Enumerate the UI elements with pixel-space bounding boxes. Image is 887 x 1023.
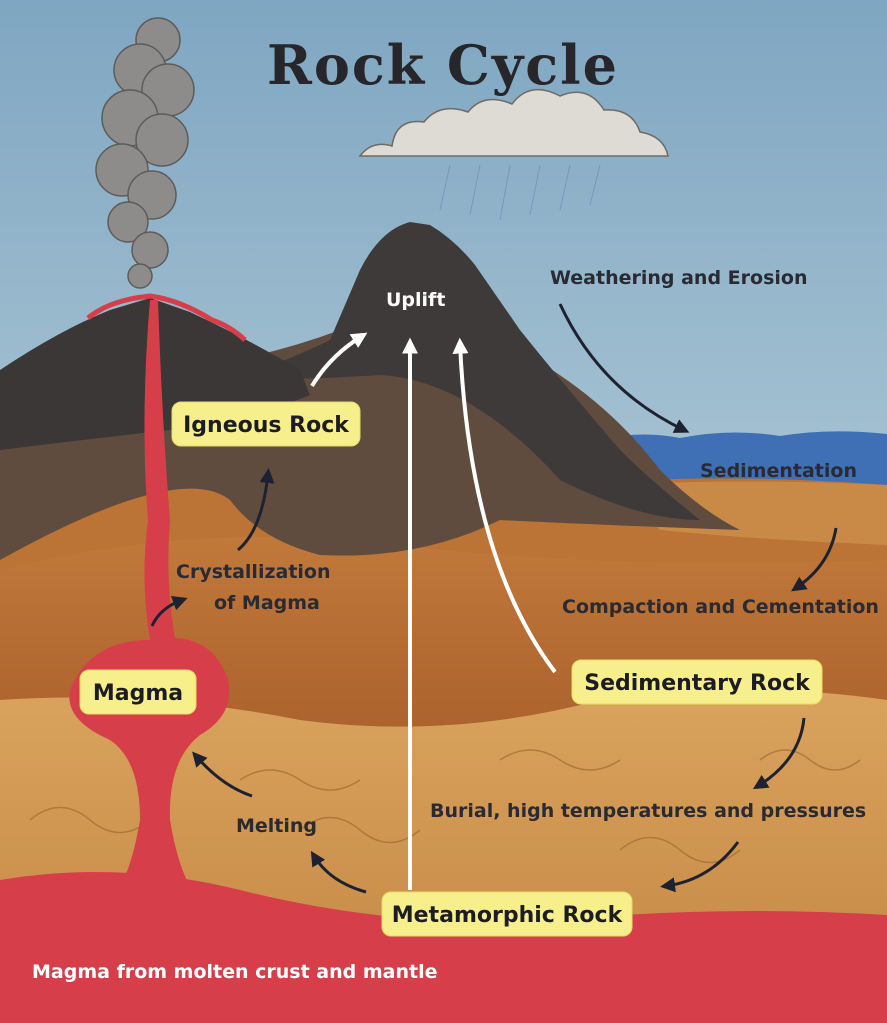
weathering-arrow: [558, 303, 690, 433]
melting-arrow-upper: [192, 751, 253, 798]
rain: [439, 164, 601, 221]
magma-conduit: [69, 300, 230, 900]
volcano-smoke: [95, 17, 195, 289]
mountain: [230, 222, 700, 520]
crystallization-label-1: Crystallization: [176, 561, 331, 583]
metamorphism-arrow: [660, 841, 740, 893]
metamorphic-rock-tag: Metamorphic Rock: [381, 891, 633, 937]
weathering-label: Weathering and Erosion: [550, 267, 807, 289]
sedimentation-label: Sedimentation: [700, 460, 857, 482]
magma-label: Magma: [93, 681, 183, 706]
burial-label: Burial, high temperatures and pressures: [430, 800, 866, 822]
diagram-title: Rock Cycle: [267, 33, 619, 97]
igneous-rock-label: Igneous Rock: [183, 413, 350, 438]
melting-label: Melting: [236, 815, 317, 837]
uplift-label: Uplift: [386, 289, 445, 311]
crystallization-label-2: of Magma: [214, 592, 320, 614]
metamorphic-rock-label: Metamorphic Rock: [392, 903, 624, 928]
melting-arrow-lower: [310, 850, 367, 894]
magma-tag: Magma: [79, 669, 197, 715]
sedimentary-uplift-arrow: [452, 337, 557, 674]
igneous-uplift-arrow: [310, 332, 368, 388]
compaction-arrow: [791, 527, 838, 592]
sedimentary-rock-tag: Sedimentary Rock: [571, 659, 823, 705]
igneous-rock-tag: Igneous Rock: [171, 401, 361, 447]
lava-rim: [86, 293, 247, 342]
magma-floor: [0, 872, 887, 1023]
sedimentary-rock-label: Sedimentary Rock: [584, 671, 811, 696]
compaction-label: Compaction and Cementation: [562, 596, 879, 618]
crystallization-arrow-lower: [150, 596, 188, 627]
crystallization-arrow-upper: [237, 468, 275, 552]
magma-source-label: Magma from molten crust and mantle: [32, 961, 438, 983]
sea-water: [600, 431, 887, 490]
rain-cloud: [358, 88, 669, 157]
burial-arrow: [752, 717, 806, 790]
